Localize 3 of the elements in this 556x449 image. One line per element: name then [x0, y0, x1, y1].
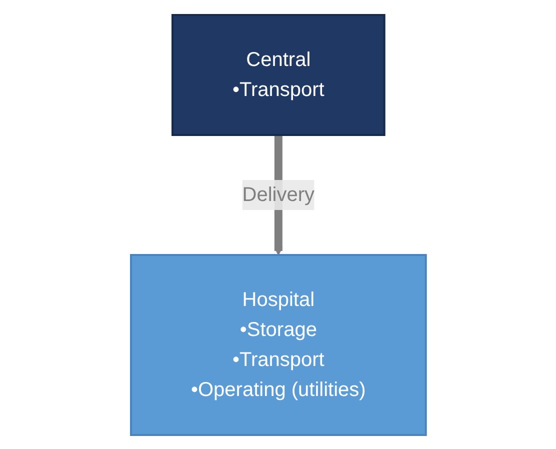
node-box: Central •Transport — [171, 14, 385, 136]
node-box: Hospital •Storage •Transport •Operating (utilities) — [130, 254, 426, 436]
edge-label: Delivery — [242, 184, 314, 206]
